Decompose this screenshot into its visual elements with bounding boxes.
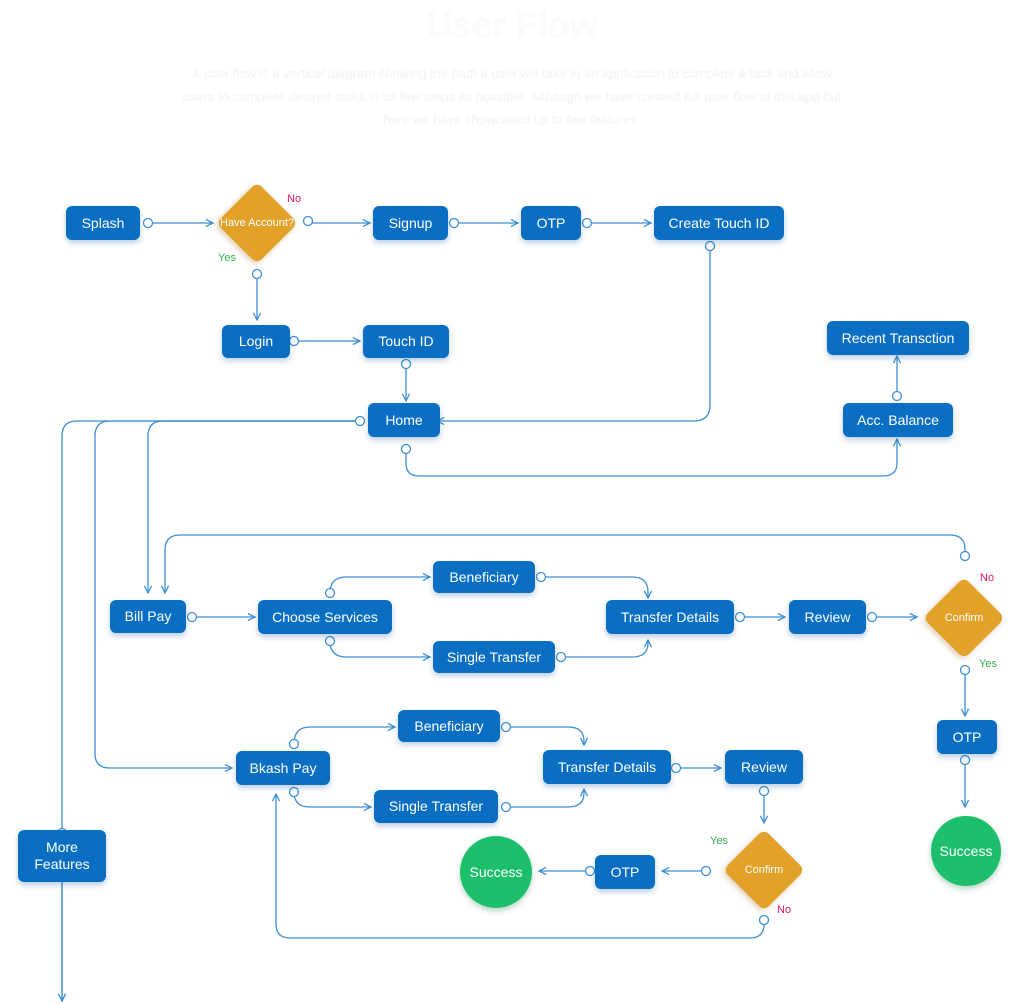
confirm-bkash-label: Confirm [744, 864, 784, 876]
transfer-details-bill-node[interactable]: Transfer Details [606, 600, 734, 634]
otp-signup-node[interactable]: OTP [521, 206, 581, 240]
have-account-yes-label: Yes [218, 252, 236, 264]
splash-node[interactable]: Splash [66, 206, 140, 240]
confirm-bkash-no-label: No [777, 904, 792, 916]
confirm-bkash-yes-label: Yes [710, 835, 728, 847]
home-node[interactable]: Home [368, 403, 440, 437]
success-bill-node: Success [931, 816, 1001, 886]
confirm-bill-yes-label: Yes [979, 658, 997, 670]
touch-id-node[interactable]: Touch ID [363, 325, 449, 358]
page-title: User Flow [425, 4, 599, 45]
have-account-no-label: No [287, 193, 302, 205]
bill-pay-node[interactable]: Bill Pay [110, 600, 186, 633]
acc-balance-node[interactable]: Acc. Balance [843, 403, 953, 437]
review-bkash-node[interactable]: Review [725, 750, 803, 784]
review-bill-node[interactable]: Review [789, 600, 866, 634]
have-account-label: Have Account? [220, 217, 294, 229]
create-touch-id-node[interactable]: Create Touch ID [654, 206, 784, 240]
choose-services-node[interactable]: Choose Services [258, 600, 392, 634]
confirm-bill-no-label: No [980, 572, 995, 584]
login-node[interactable]: Login [222, 325, 290, 358]
single-transfer-bkash-node[interactable]: Single Transfer [374, 790, 498, 823]
beneficiary-bkash-node[interactable]: Beneficiary [398, 710, 500, 742]
confirm-bill-label: Confirm [944, 612, 984, 624]
signup-node[interactable]: Signup [373, 206, 448, 240]
otp-bill-node[interactable]: OTP [937, 720, 997, 754]
single-transfer-bill-node[interactable]: Single Transfer [433, 641, 555, 673]
page-subtitle: A user flow is a vertical diagram showin… [182, 66, 842, 127]
more-features-node[interactable]: More Features [18, 830, 106, 882]
success-bkash-node: Success [460, 836, 532, 908]
otp-bkash-node[interactable]: OTP [595, 855, 655, 889]
recent-transaction-node[interactable]: Recent Transction [827, 321, 969, 355]
confirm-bkash-decision[interactable]: Confirm [721, 827, 807, 913]
transfer-details-bkash-node[interactable]: Transfer Details [543, 750, 671, 784]
confirm-bill-decision[interactable]: Confirm [921, 575, 1007, 661]
beneficiary-bill-node[interactable]: Beneficiary [433, 561, 535, 593]
have-account-decision[interactable]: Have Account? [214, 180, 300, 266]
bkash-pay-node[interactable]: Bkash Pay [236, 751, 330, 785]
